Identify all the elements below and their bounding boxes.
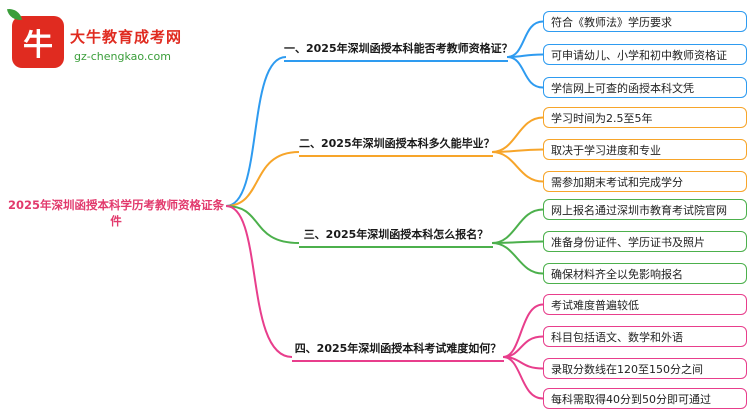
branch-4-leaf-4: 每科需取得40分到50分即可通过	[543, 388, 747, 409]
branch-1-topic: 一、2025年深圳函授本科能否考教师资格证？	[284, 40, 513, 62]
site-logo: 牛	[12, 16, 64, 68]
branch-4-leaf-2: 科目包括语文、数学和外语	[543, 326, 747, 347]
branch-2-leaf-2: 取决于学习进度和专业	[543, 139, 747, 160]
branch-3-topic: 三、2025年深圳函授本科怎么报名？	[299, 226, 493, 248]
logo-subtitle: gz-chengkao.com	[74, 50, 171, 63]
branch-1-leaf-2: 可申请幼儿、小学和初中教师资格证	[543, 44, 747, 65]
branch-3-leaf-1: 网上报名通过深圳市教育考试院官网	[543, 199, 747, 220]
branch-3-leaf-2: 准备身份证件、学历证书及照片	[543, 231, 747, 252]
bull-icon: 牛	[23, 28, 53, 63]
branch-1-leaf-3: 学信网上可查的函授本科文凭	[543, 77, 747, 98]
branch-4-topic: 四、2025年深圳函授本科考试难度如何？	[292, 340, 504, 362]
branch-4-leaf-3: 录取分数线在120至150分之间	[543, 358, 747, 379]
branch-3-leaf-3: 确保材料齐全以免影响报名	[543, 263, 747, 284]
branch-1-leaf-1: 符合《教师法》学历要求	[543, 11, 747, 32]
root-node: 2025年深圳函授本科学历考教师资格证条件	[7, 198, 224, 228]
branch-2-topic: 二、2025年深圳函授本科多久能毕业？	[299, 135, 495, 157]
branch-2-leaf-1: 学习时间为2.5至5年	[543, 107, 747, 128]
branch-4-leaf-1: 考试难度普遍较低	[543, 294, 747, 315]
logo-title: 大牛教育成考网	[70, 28, 183, 46]
branch-2-leaf-3: 需参加期末考试和完成学分	[543, 171, 747, 192]
